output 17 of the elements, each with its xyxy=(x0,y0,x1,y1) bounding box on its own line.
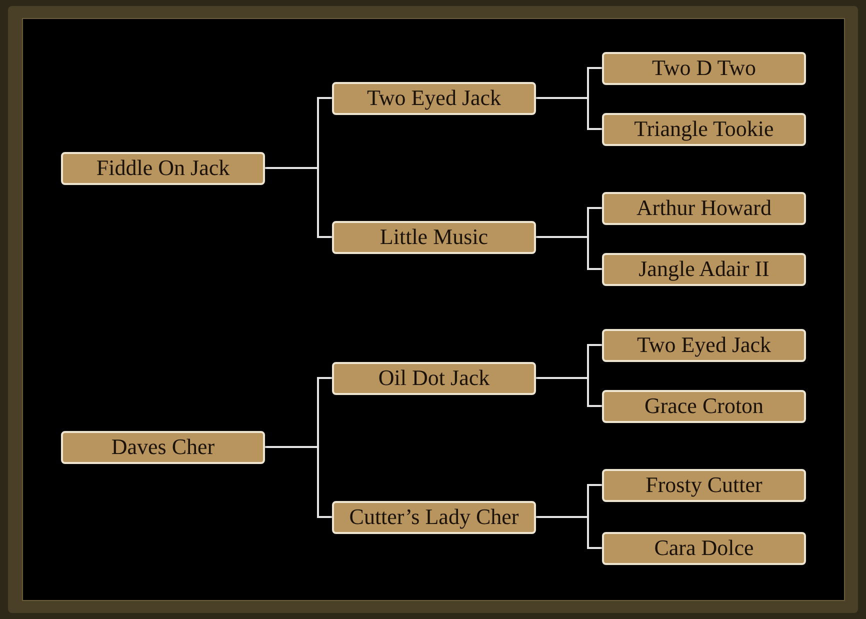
name-box: Little Music xyxy=(332,220,536,254)
name-box: Triangle Tookie xyxy=(602,112,806,146)
name-box: Daves Cher xyxy=(61,430,265,464)
name-box: Jangle Adair II xyxy=(602,252,806,286)
name-box: Oil Dot Jack xyxy=(332,362,536,394)
name-box: Frosty Cutter xyxy=(602,468,806,502)
connector-line xyxy=(265,167,332,238)
name-box: Two Eyed Jack xyxy=(602,328,806,362)
name-box: Two Eyed Jack xyxy=(332,82,536,114)
name-box: Cara Dolce xyxy=(602,532,806,564)
name-box: Fiddle On Jack xyxy=(61,152,265,184)
name-box: Two D Two xyxy=(602,52,806,84)
name-box: Grace Croton xyxy=(602,390,806,422)
connector-line xyxy=(265,446,332,518)
name-box: Arthur Howard xyxy=(602,192,806,224)
connector-line xyxy=(536,236,602,270)
name-box: Cutter’s Lady Cher xyxy=(332,500,536,534)
